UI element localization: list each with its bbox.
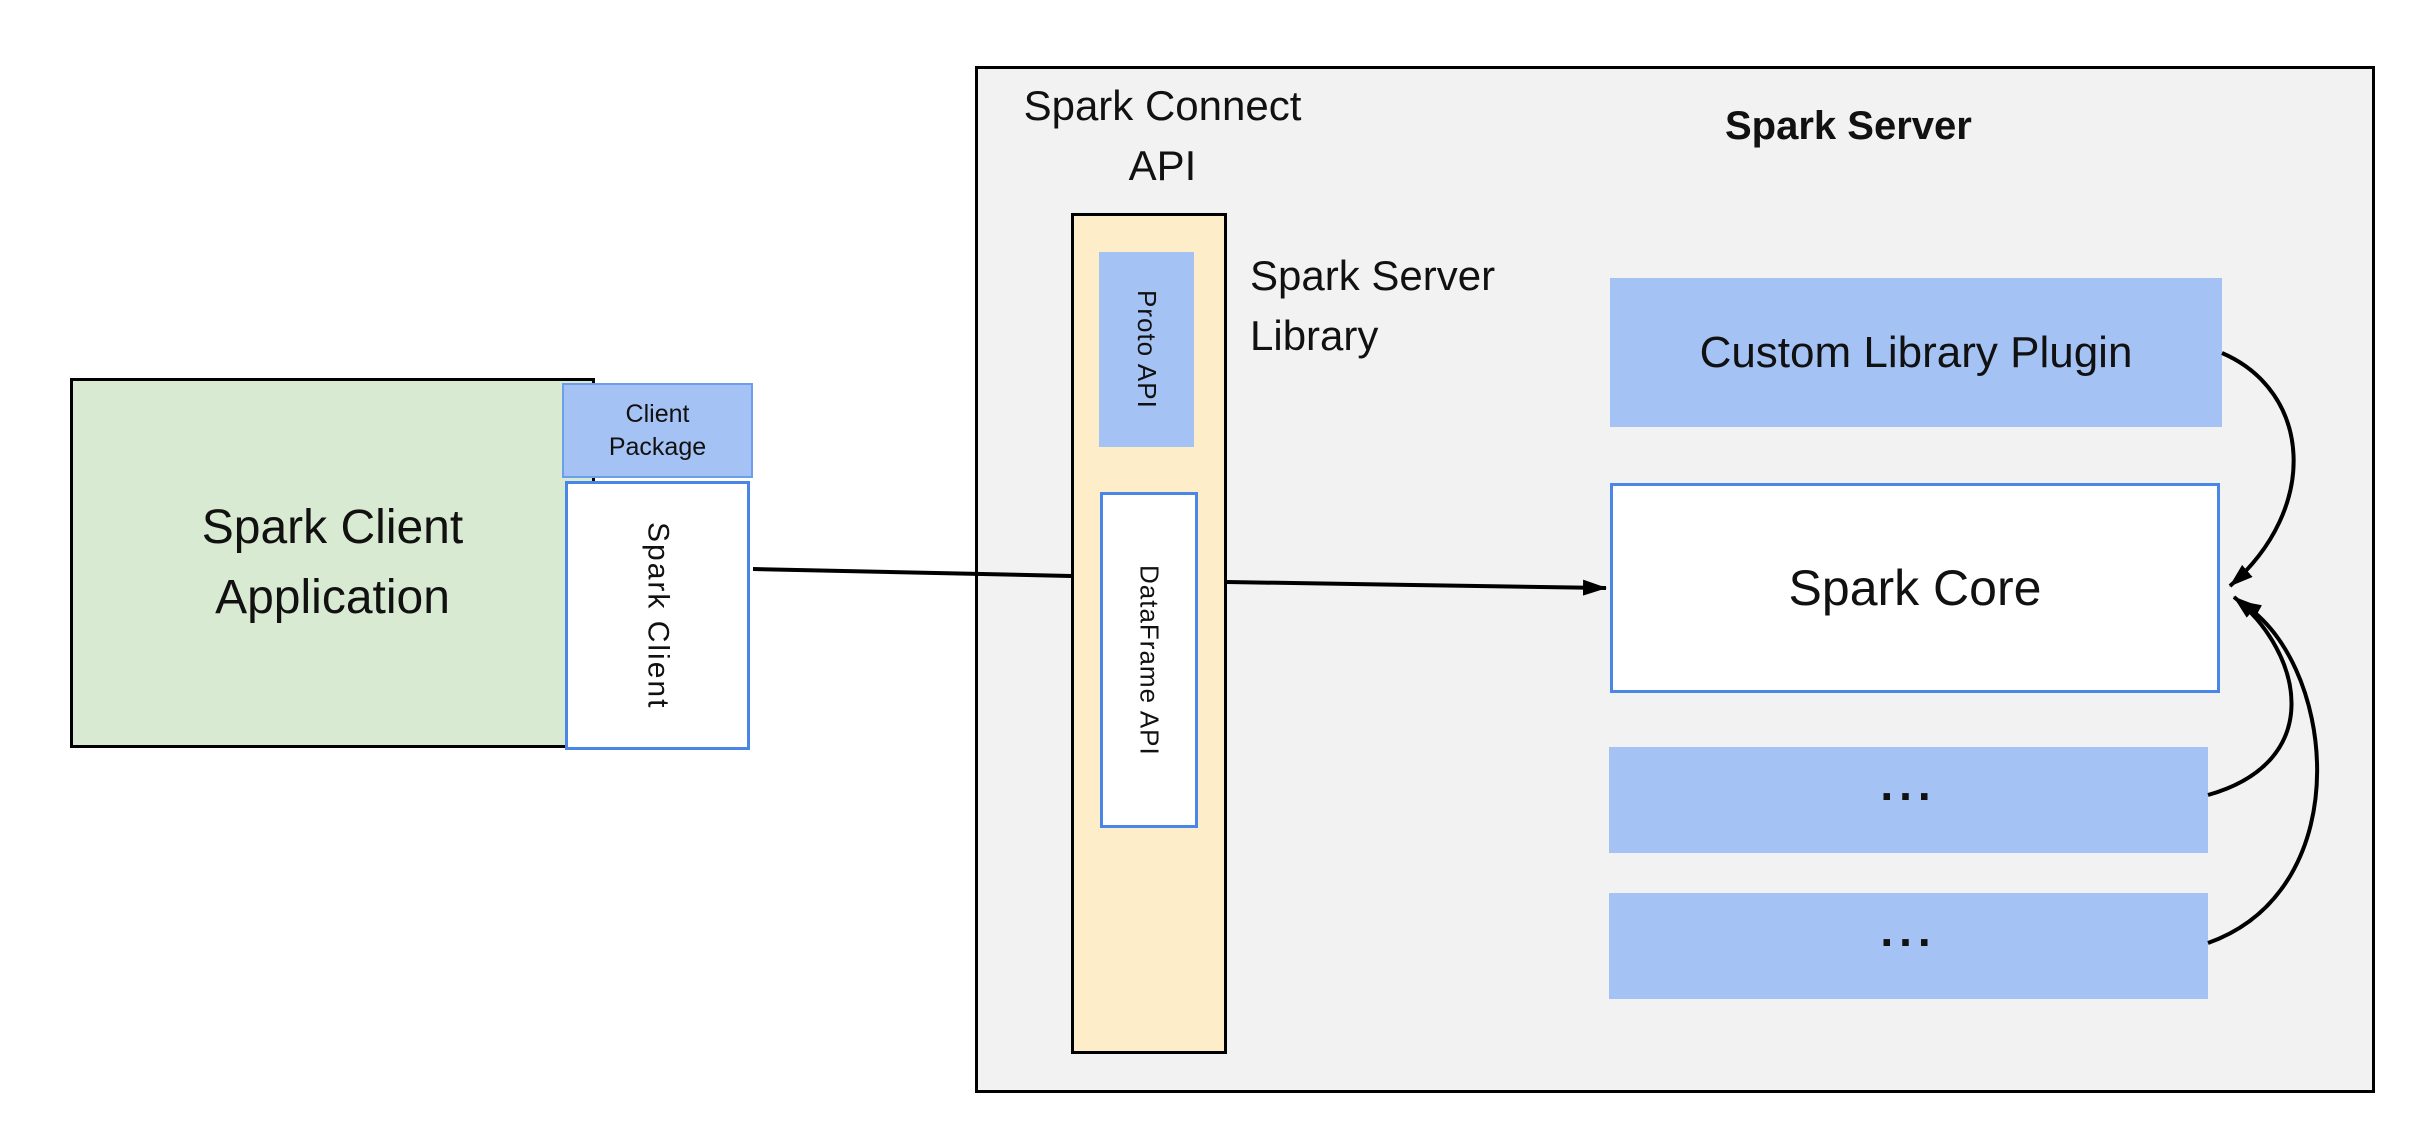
spark-client-application-line2: Application [215,571,450,624]
spark-server-title: Spark Server [1725,104,1972,148]
plugin-placeholder-box-1: ... [1609,747,2208,853]
spark-connect-api-line1: Spark Connect [1023,82,1302,129]
spark-client-application-line1: Spark Client [201,501,464,554]
spark-server-library-line2: Library [1250,312,1379,359]
spark-core-label: Spark Core [1788,560,2042,616]
spark-client-label: Spark Client [641,521,675,710]
plugin-placeholder-2-label: ... [1880,903,1937,956]
custom-library-plugin-box: Custom Library Plugin [1610,278,2222,427]
spark-client-box: Spark Client [565,481,750,750]
spark-connect-api-line2: API [1128,142,1197,189]
dataframe-api-box: DataFrame API [1100,492,1198,828]
spark-client-application-label: Spark Client Application [73,493,592,633]
spark-server-library-label: Spark Server Library [1250,246,1495,366]
client-package-line1: Client [625,399,690,428]
dataframe-api-label: DataFrame API [1134,564,1165,756]
plugin-placeholder-1-label: ... [1880,757,1937,810]
proto-api-label: Proto API [1132,290,1162,409]
client-package-line2: Package [608,432,707,461]
client-package-box: Client Package [562,383,753,478]
plugin-placeholder-box-2: ... [1609,893,2208,999]
spark-client-application-box: Spark Client Application [70,378,595,748]
client-package-label: Client Package [609,398,706,464]
spark-server-library-line1: Spark Server [1250,252,1496,299]
spark-connect-api-label: Spark Connect API [1010,76,1315,196]
proto-api-box: Proto API [1099,252,1194,447]
spark-core-box: Spark Core [1610,483,2220,693]
custom-library-plugin-label: Custom Library Plugin [1699,327,2133,377]
